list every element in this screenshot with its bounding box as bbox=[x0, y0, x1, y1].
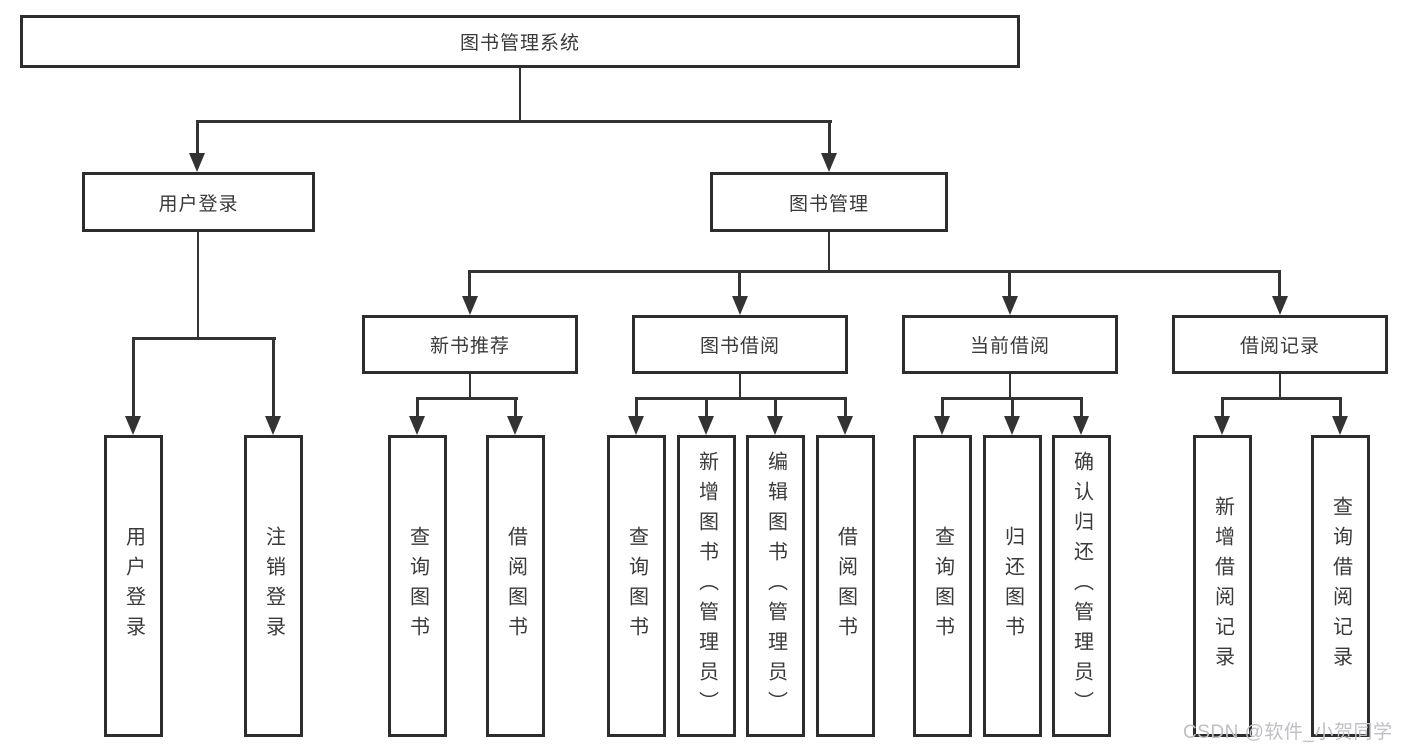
leaf-query-books-borrow-label: 查询图书 bbox=[625, 526, 648, 646]
node-current-borrow-label: 当前借阅 bbox=[969, 336, 1050, 357]
leaf-edit-book-admin: 编辑图书（管理员） bbox=[746, 435, 805, 737]
leaf-add-book-admin: 新增图书（管理员） bbox=[677, 435, 736, 737]
node-borrow-records-label: 借阅记录 bbox=[1239, 336, 1320, 357]
arrow-down-icon bbox=[767, 416, 783, 435]
node-user-login: 用户登录 bbox=[82, 172, 315, 232]
leaf-query-borrow-record-label: 查询借阅记录 bbox=[1329, 496, 1352, 676]
arrow-down-icon bbox=[265, 416, 281, 435]
node-book-management: 图书管理 bbox=[710, 172, 948, 232]
node-book-borrow: 图书借阅 bbox=[632, 315, 848, 374]
leaf-edit-book-admin-label: 编辑图书（管理员） bbox=[764, 451, 787, 721]
arrow-down-icon bbox=[507, 416, 523, 435]
arrow-down-icon bbox=[1214, 416, 1230, 435]
leaf-query-books-current-label: 查询图书 bbox=[931, 526, 954, 646]
arrow-down-icon bbox=[409, 416, 425, 435]
leaf-borrow-books-recommend-label: 借阅图书 bbox=[504, 526, 527, 646]
leaf-confirm-return-admin-label: 确认归还（管理员） bbox=[1070, 451, 1093, 721]
arrow-down-icon bbox=[462, 296, 478, 315]
arrow-down-icon bbox=[934, 416, 950, 435]
leaf-add-borrow-record-label: 新增借阅记录 bbox=[1211, 496, 1234, 676]
node-new-book-recommend: 新书推荐 bbox=[362, 315, 578, 374]
leaf-borrow-books-recommend: 借阅图书 bbox=[486, 435, 545, 737]
arrow-down-icon bbox=[698, 416, 714, 435]
leaf-borrow-books-borrow-label: 借阅图书 bbox=[834, 526, 857, 646]
arrow-down-icon bbox=[1073, 416, 1089, 435]
node-borrow-records: 借阅记录 bbox=[1172, 315, 1388, 374]
leaf-logout-label: 注销登录 bbox=[262, 526, 285, 646]
node-book-borrow-label: 图书借阅 bbox=[699, 336, 780, 357]
arrow-down-icon bbox=[1332, 416, 1348, 435]
arrow-down-icon bbox=[189, 153, 205, 172]
arrow-down-icon bbox=[628, 416, 644, 435]
leaf-query-books-recommend: 查询图书 bbox=[388, 435, 447, 737]
leaf-return-book: 归还图书 bbox=[983, 435, 1042, 737]
leaf-query-borrow-record: 查询借阅记录 bbox=[1311, 435, 1370, 737]
leaf-confirm-return-admin: 确认归还（管理员） bbox=[1052, 435, 1111, 737]
node-current-borrow: 当前借阅 bbox=[902, 315, 1118, 374]
node-user-login-label: 用户登录 bbox=[158, 193, 239, 215]
arrow-down-icon bbox=[821, 153, 837, 172]
leaf-borrow-books-borrow: 借阅图书 bbox=[816, 435, 875, 737]
leaf-query-books-recommend-label: 查询图书 bbox=[406, 526, 429, 646]
leaf-return-book-label: 归还图书 bbox=[1001, 526, 1024, 646]
leaf-add-borrow-record: 新增借阅记录 bbox=[1193, 435, 1252, 737]
arrow-down-icon bbox=[1272, 296, 1288, 315]
leaf-user-login: 用户登录 bbox=[104, 435, 163, 737]
leaf-logout: 注销登录 bbox=[244, 435, 303, 737]
node-root: 图书管理系统 bbox=[20, 15, 1020, 68]
leaf-query-books-current: 查询图书 bbox=[913, 435, 972, 737]
node-new-book-recommend-label: 新书推荐 bbox=[429, 336, 510, 357]
leaf-query-books-borrow: 查询图书 bbox=[607, 435, 666, 737]
arrow-down-icon bbox=[1004, 416, 1020, 435]
leaf-add-book-admin-label: 新增图书（管理员） bbox=[695, 451, 718, 721]
arrow-down-icon bbox=[837, 416, 853, 435]
leaf-user-login-label: 用户登录 bbox=[122, 526, 145, 646]
node-book-management-label: 图书管理 bbox=[788, 193, 869, 215]
arrow-down-icon bbox=[1002, 296, 1018, 315]
arrow-down-icon bbox=[125, 416, 141, 435]
csdn-watermark: CSDN @软件_小贺同学 bbox=[1183, 722, 1393, 743]
node-root-label: 图书管理系统 bbox=[459, 33, 580, 54]
arrow-down-icon bbox=[732, 296, 748, 315]
